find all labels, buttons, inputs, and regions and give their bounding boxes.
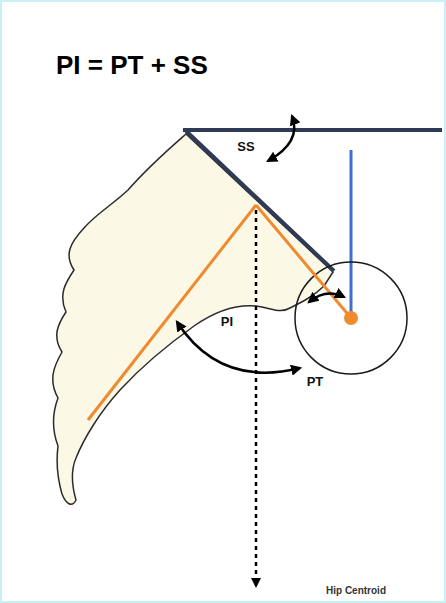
angle-label: Hip Centroid (326, 585, 386, 596)
title-box: PI = PT + SS (56, 50, 208, 81)
label-box: SS (237, 137, 254, 155)
pi-angle-arc (177, 322, 300, 373)
label-box: PT (307, 372, 324, 390)
hip-centre-dot (344, 311, 358, 325)
pt-angle-arc (309, 293, 344, 302)
hip-axis-line (256, 205, 351, 318)
sacral-endplate-line (186, 131, 334, 271)
angle-label: SS (237, 139, 254, 154)
gravity-line (255, 210, 258, 586)
vertical-line (350, 150, 353, 318)
label-box: Hip Centroid (326, 580, 386, 598)
horizontal-line (183, 128, 442, 132)
angle-label: PI (221, 314, 233, 329)
diagram-title: PI = PT + SS (56, 50, 208, 81)
perpendicular-line (88, 205, 256, 420)
sacrum-bone (53, 134, 333, 504)
angle-label: PT (307, 374, 324, 389)
label-box: PI (221, 312, 233, 330)
hip-circle (295, 262, 407, 374)
ss-angle-arc (268, 116, 294, 161)
